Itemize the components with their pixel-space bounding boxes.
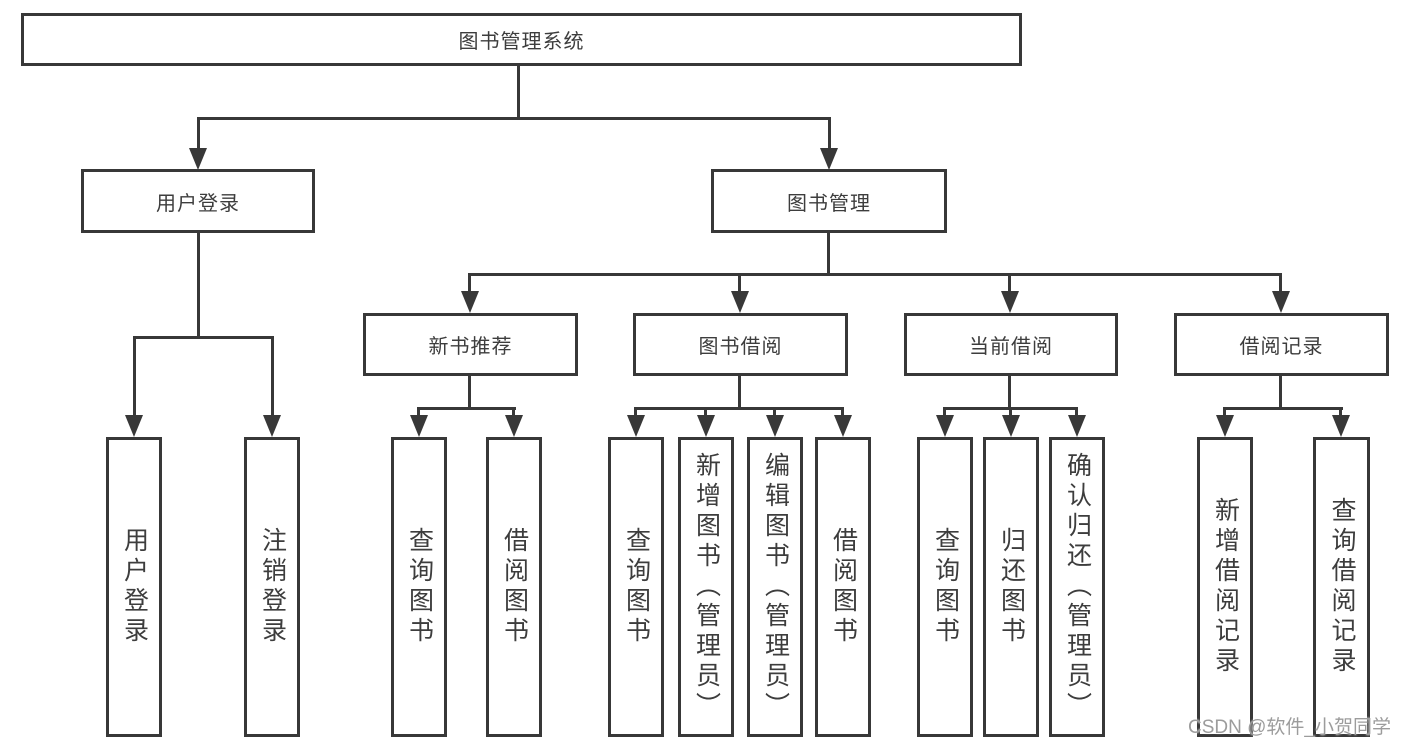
node-label: 确认归还（管理员） [1063, 452, 1092, 722]
node-label: 新书推荐 [428, 336, 513, 358]
node-label: 编辑图书（管理员） [761, 452, 790, 722]
connector-line [468, 273, 471, 295]
arrowhead-down [834, 415, 852, 437]
arrowhead-down [1272, 291, 1290, 313]
connector-line [1009, 407, 1012, 419]
connector-line [512, 407, 515, 419]
connector-line [197, 233, 200, 338]
leaf-borrow-books-recommend: 借阅图书 [486, 437, 542, 737]
connector-line [197, 117, 831, 120]
connector-line [271, 336, 274, 420]
connector-line [841, 407, 844, 419]
leaf-user-login: 用户登录 [106, 437, 162, 737]
connector-line [828, 117, 831, 153]
leaf-query-books-borrow: 查询图书 [608, 437, 664, 737]
arrowhead-down [1002, 415, 1020, 437]
connector-line [417, 407, 420, 419]
connector-line [468, 376, 471, 409]
arrowhead-down [505, 415, 523, 437]
arrowhead-down [1068, 415, 1086, 437]
arrowhead-down [410, 415, 428, 437]
connector-line [634, 407, 844, 410]
node-label: 注销登录 [258, 527, 287, 647]
connector-line [773, 407, 776, 419]
watermark: CSDN @软件_小贺同学 [1188, 717, 1391, 738]
node-label: 用户登录 [120, 527, 149, 647]
node-label: 查询图书 [622, 527, 651, 647]
node-label: 查询借阅记录 [1328, 497, 1356, 677]
connector-line [1279, 273, 1282, 295]
node-book-borrowing: 图书借阅 [633, 313, 848, 376]
connector-line [1223, 407, 1226, 419]
connector-line [133, 336, 274, 339]
arrowhead-down [189, 148, 207, 170]
connector-line [943, 407, 946, 419]
leaf-add-borrow-record: 新增借阅记录 [1197, 437, 1253, 737]
node-label: 借阅记录 [1239, 336, 1324, 358]
leaf-logout: 注销登录 [244, 437, 300, 737]
node-library-management-system: 图书管理系统 [21, 13, 1022, 66]
connector-line [1339, 407, 1342, 419]
arrowhead-down [1001, 291, 1019, 313]
node-borrowing-records: 借阅记录 [1174, 313, 1389, 376]
node-book-management: 图书管理 [711, 169, 947, 233]
arrowhead-down [461, 291, 479, 313]
leaf-query-books-recommend: 查询图书 [391, 437, 447, 737]
leaf-edit-books-admin: 编辑图书（管理员） [747, 437, 803, 737]
connector-line [1279, 376, 1282, 409]
arrowhead-down [820, 148, 838, 170]
node-label: 用户登录 [156, 192, 240, 215]
arrowhead-down [936, 415, 954, 437]
leaf-borrow-books: 借阅图书 [815, 437, 871, 737]
node-current-borrowing: 当前借阅 [904, 313, 1118, 376]
arrowhead-down [1216, 415, 1234, 437]
connector-line [1223, 407, 1343, 410]
node-user-login: 用户登录 [81, 169, 315, 233]
arrowhead-down [125, 415, 143, 437]
connector-line [133, 336, 136, 420]
node-label: 借阅图书 [829, 527, 858, 647]
node-label: 查询图书 [931, 527, 960, 647]
node-label: 当前借阅 [969, 336, 1053, 358]
leaf-confirm-return-admin: 确认归还（管理员） [1049, 437, 1105, 737]
arrowhead-down [766, 415, 784, 437]
node-label: 图书借阅 [698, 336, 783, 358]
arrowhead-down [1332, 415, 1350, 437]
node-label: 查询图书 [405, 527, 434, 647]
connector-line [517, 65, 520, 120]
node-new-book-recommendation: 新书推荐 [363, 313, 578, 376]
node-label: 借阅图书 [500, 527, 529, 647]
arrowhead-down [697, 415, 715, 437]
node-label: 图书管理 [787, 192, 871, 215]
connector-line [1008, 376, 1011, 409]
connector-line [1008, 273, 1011, 295]
node-label: 新增图书（管理员） [692, 452, 721, 722]
arrowhead-down [627, 415, 645, 437]
connector-line [704, 407, 707, 419]
node-label: 新增借阅记录 [1211, 497, 1240, 677]
leaf-return-books: 归还图书 [983, 437, 1039, 737]
leaf-add-books-admin: 新增图书（管理员） [678, 437, 734, 737]
leaf-query-books-current: 查询图书 [917, 437, 973, 737]
leaf-query-borrow-record: 查询借阅记录 [1313, 437, 1370, 737]
arrowhead-down [731, 291, 749, 313]
connector-line [1075, 407, 1078, 419]
connector-line [738, 376, 741, 409]
node-label: 归还图书 [997, 527, 1026, 647]
connector-line [738, 273, 741, 295]
arrowhead-down [263, 415, 281, 437]
node-label: 图书管理系统 [458, 31, 585, 53]
connector-line [469, 273, 1282, 276]
connector-line [827, 233, 830, 275]
connector-line [197, 117, 200, 153]
connector-line [418, 407, 516, 410]
connector-line [634, 407, 637, 419]
